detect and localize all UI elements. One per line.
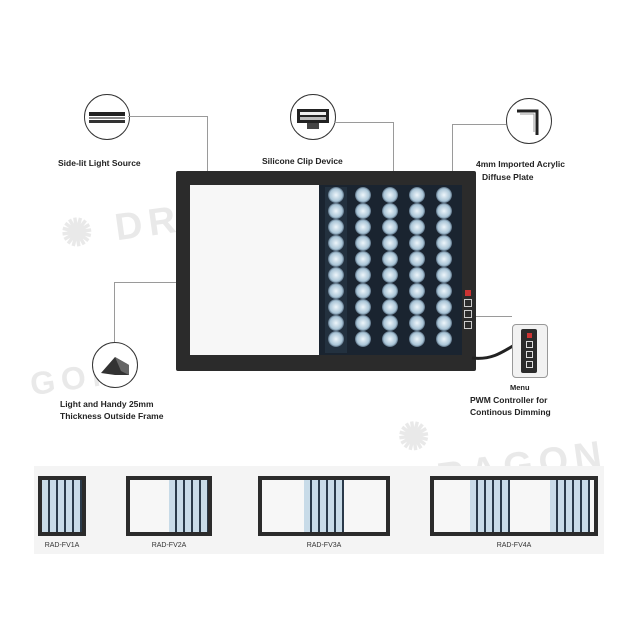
model-rad-fv3a-viewer <box>258 476 390 536</box>
pwm-label-line1: PWM Controller for <box>470 395 548 405</box>
xray-film-sheet <box>319 185 462 355</box>
acrylic-label-line2: Diffuse Plate <box>482 172 534 182</box>
model-rad-fv1a-label: RAD-FV1A <box>44 542 80 549</box>
silicone-clip-detail-icon <box>290 94 336 140</box>
acrylic-label-line1: 4mm Imported Acrylic <box>476 159 565 169</box>
silicone-clip-label: Silicone Clip Device <box>262 156 343 166</box>
model-rad-fv1a-viewer <box>38 476 86 536</box>
pwm-controller-detail-icon <box>512 324 548 378</box>
control-panel-icon <box>463 289 473 335</box>
thickness-label-line1: Light and Handy 25mm <box>60 399 154 409</box>
model-rad-fv4a-viewer <box>430 476 598 536</box>
model-rad-fv4a-label: RAD-FV4A <box>496 542 532 549</box>
thickness-label-line2: Thickness Outside Frame <box>60 411 164 421</box>
side-lit-detail-icon <box>84 94 130 140</box>
model-rad-fv3a-label: RAD-FV3A <box>306 542 342 549</box>
pwm-label-line2: Continous Dimming <box>470 407 551 417</box>
side-lit-label: Side-lit Light Source <box>58 158 141 168</box>
acrylic-plate-detail-icon <box>506 98 552 144</box>
model-rad-fv2a-viewer <box>126 476 212 536</box>
frame-thickness-detail-icon <box>92 342 138 388</box>
main-film-viewer <box>176 171 476 371</box>
model-rad-fv2a-label: RAD-FV2A <box>151 542 187 549</box>
menu-label: Menu <box>510 383 530 392</box>
